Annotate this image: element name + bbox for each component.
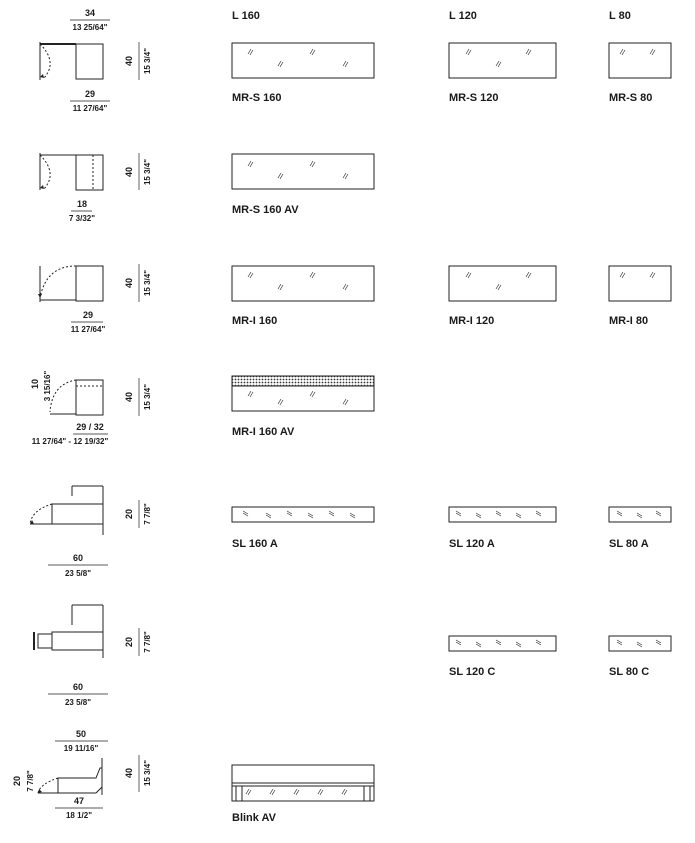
shelf-front-sl160a — [231, 506, 375, 523]
model-label-mri160: MR-I 160 — [232, 315, 278, 327]
model-label-mrs120: MR-S 120 — [449, 92, 499, 104]
dim-r3-side: 40 — [124, 278, 134, 288]
mirror-front-mrs160av — [231, 153, 375, 190]
dim-r1-bot: 29 — [85, 89, 95, 99]
mirror-front-mri160 — [231, 265, 375, 302]
dim-r5-bot-inch: 23 5/8" — [65, 569, 91, 578]
mirror-front-mrs80 — [608, 42, 672, 79]
model-label-sl80a: SL 80 A — [609, 538, 649, 550]
dim-r1-side-inch: 15 3/4" — [143, 48, 152, 74]
dim-r4-bot: 29 / 32 — [76, 422, 104, 432]
column-header-l80: L 80 — [609, 10, 631, 22]
dim-r4-side: 40 — [124, 392, 134, 402]
dim-r6-bot: 60 — [73, 682, 83, 692]
model-label-mrs160av: MR-S 160 AV — [232, 204, 299, 216]
model-label-sl120c: SL 120 C — [449, 666, 496, 678]
dim-r2-bot-inch: 7 3/32" — [69, 214, 95, 223]
dim-r1-bot-inch: 11 27/64" — [73, 104, 108, 113]
model-label-sl160a: SL 160 A — [232, 538, 278, 550]
model-label-mri120: MR-I 120 — [449, 315, 495, 327]
dim-r2-bot: 18 — [77, 199, 87, 209]
dim-r7-left: 20 — [12, 776, 22, 786]
mirror-front-mrs120 — [448, 42, 557, 79]
model-label-blinkav: Blink AV — [232, 812, 277, 824]
dim-r6-side: 20 — [124, 637, 134, 647]
dimension-lines — [48, 19, 140, 809]
side-views — [29, 42, 104, 795]
dim-r4-bot-inch: 11 27/64" - 12 19/32" — [32, 437, 109, 446]
column-header-l160: L 160 — [232, 10, 260, 22]
dim-r7-side: 40 — [124, 768, 134, 778]
dim-r4-top-inch: 3 15/16" — [43, 371, 52, 402]
dim-r5-side: 20 — [124, 509, 134, 519]
dim-r7-side-inch: 15 3/4" — [143, 760, 152, 786]
dim-r2-side-inch: 15 3/4" — [143, 159, 152, 185]
dim-r4-side-inch: 15 3/4" — [143, 384, 152, 410]
mirror-front-mrs160 — [231, 42, 375, 79]
dim-r5-bot: 60 — [73, 553, 83, 563]
dim-r4-top: 10 — [30, 379, 40, 389]
shelf-front-sl120c — [448, 635, 557, 652]
model-label-mrs80: MR-S 80 — [609, 92, 653, 104]
shelf-front-sl80a — [608, 506, 672, 523]
model-label-sl120a: SL 120 A — [449, 538, 495, 550]
dim-r6-bot-inch: 23 5/8" — [65, 698, 91, 707]
dim-r7-bot-inch: 18 1/2" — [66, 811, 92, 820]
model-label-mri80: MR-I 80 — [609, 315, 649, 327]
model-label-mri160av: MR-I 160 AV — [232, 426, 295, 438]
model-label-mrs160: MR-S 160 — [232, 92, 282, 104]
dim-r3-bot: 29 — [83, 310, 93, 320]
shelf-front-sl80c — [608, 635, 672, 652]
column-header-l120: L 120 — [449, 10, 477, 22]
dimension-labels: 34 13 25/64" 29 11 27/64" 18 7 3/32" 29 … — [12, 8, 152, 820]
dim-r3-bot-inch: 11 27/64" — [71, 325, 106, 334]
led-strip-mri160av — [231, 375, 375, 387]
dim-r3-side-inch: 15 3/4" — [143, 270, 152, 296]
dim-r1-side: 40 — [124, 56, 134, 66]
dim-r7-top: 50 — [76, 729, 86, 739]
dim-r5-side-inch: 7 7/8" — [143, 503, 152, 525]
dim-r2-side: 40 — [124, 167, 134, 177]
glass-reflection-marks — [242, 48, 662, 796]
dim-r1-top-inch: 13 25/64" — [73, 23, 108, 32]
arrowheads — [30, 74, 44, 793]
dim-r7-left-inch: 7 7/8" — [26, 770, 35, 792]
model-label-sl80c: SL 80 C — [609, 666, 650, 678]
dim-r7-top-inch: 19 11/16" — [64, 744, 99, 753]
dim-r6-side-inch: 7 7/8" — [143, 631, 152, 653]
mirror-front-mri80 — [608, 265, 672, 302]
shelf-front-sl120a — [448, 506, 557, 523]
dim-r1-top: 34 — [85, 8, 95, 18]
mirror-front-mri120 — [448, 265, 557, 302]
dim-r7-bot: 47 — [74, 796, 84, 806]
